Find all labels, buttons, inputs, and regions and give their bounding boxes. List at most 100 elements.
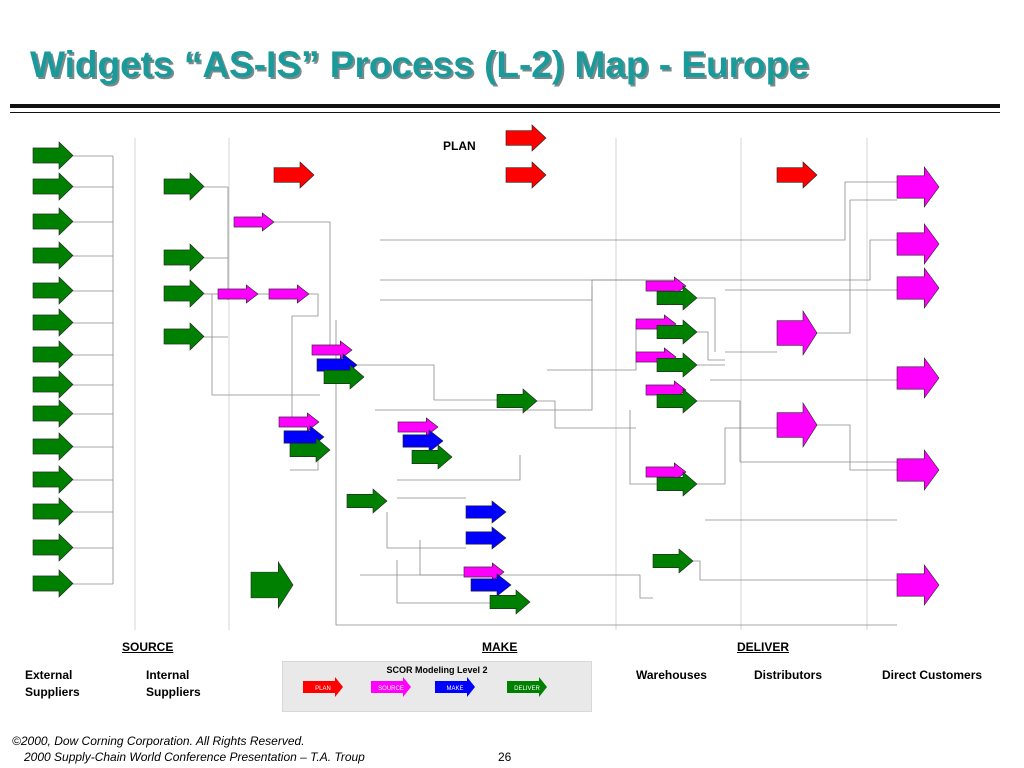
flow-link: [291, 293, 319, 422]
flow-link: [693, 560, 897, 581]
flow-link: [629, 410, 657, 485]
external-supplier-arrow: [32, 370, 74, 399]
legend-title: SCOR Modeling Level 2: [386, 665, 488, 675]
legend-item-plan: PLAN: [303, 677, 343, 697]
plan-arrow: [505, 124, 547, 152]
external-supplier-arrow: [32, 399, 74, 428]
flow-links: [73, 155, 897, 626]
external-supplier-arrow: [32, 207, 74, 236]
customer-arrow: [896, 166, 940, 208]
legend-arrows: PLAN SOURCE MAKE DELIVER: [303, 677, 547, 697]
flow-link: [697, 400, 741, 462]
plan-arrow: [273, 161, 315, 189]
legend-source-label: SOURCE: [378, 686, 404, 692]
phase-source-label: SOURCE: [122, 640, 174, 654]
plan-label: PLAN: [443, 139, 476, 153]
customer-arrow: [896, 267, 940, 309]
legend-item-make: MAKE: [435, 677, 475, 697]
source-arrow: [645, 276, 687, 296]
internal-supplier-arrow: [163, 243, 205, 272]
source-arrow: [268, 284, 310, 304]
source-arrow: [311, 340, 353, 360]
deliver-arrow: [323, 364, 365, 390]
source-arrow: [233, 212, 275, 232]
deliver-arrow: [496, 388, 538, 414]
distributor-arrow: [776, 309, 818, 357]
deliver-arrow: [289, 437, 331, 463]
deliver-arrow: [656, 319, 698, 345]
source-arrow: [217, 284, 259, 304]
plan-arrow: [505, 161, 547, 189]
flow-link: [274, 221, 331, 350]
legend-deliver-arrow-icon: [507, 677, 547, 697]
external-suppliers-label-line2: Suppliers: [25, 685, 80, 699]
customer-arrow: [896, 357, 940, 399]
phase-deliver-label: DELIVER: [737, 640, 790, 654]
deliver-arrow: [656, 388, 698, 414]
legend-plan-arrow-icon: [303, 677, 343, 697]
phase-make-label: MAKE: [482, 640, 518, 654]
flow-link: [817, 424, 897, 471]
external-supplier-arrow: [32, 533, 74, 562]
internal-supplier-arrow: [163, 172, 205, 201]
legend-make-label: MAKE: [446, 686, 463, 692]
flow-link: [697, 427, 777, 485]
internal-supplier-arrow: [163, 279, 205, 308]
make-arrow: [465, 526, 507, 550]
deliver-arrow: [656, 471, 698, 497]
flow-link: [537, 400, 636, 429]
direct-customers-label: Direct Customers: [882, 668, 983, 682]
customer-arrow: [896, 223, 940, 265]
make-arrow: [470, 573, 512, 597]
external-supplier-arrow: [32, 340, 74, 369]
source-arrow: [397, 417, 439, 437]
external-supplier-arrow: [32, 308, 74, 337]
make-arrow: [402, 429, 444, 453]
internal-supplier-arrow: [163, 322, 205, 351]
deliver-arrow-large: [250, 560, 294, 610]
title-rule-thin: [10, 112, 1000, 113]
flow-link: [396, 560, 490, 604]
presentation-footer: 2000 Supply-Chain World Conference Prese…: [24, 750, 365, 764]
external-supplier-arrow: [32, 497, 74, 526]
deliver-arrow: [411, 444, 453, 470]
internal-suppliers-label-line2: Suppliers: [146, 685, 201, 699]
deliver-arrow: [489, 589, 531, 615]
column-dividers: [134, 138, 868, 630]
flow-link: [397, 455, 521, 481]
flow-link: [697, 297, 716, 352]
warehouses-label: Warehouses: [636, 668, 707, 682]
flow-link: [380, 181, 897, 241]
title-rule-thick: [10, 104, 1000, 108]
external-supplier-arrow: [32, 172, 74, 201]
deliver-arrow: [656, 352, 698, 378]
source-arrow: [278, 412, 320, 432]
process-arrows: [32, 124, 940, 615]
external-supplier-arrow: [32, 241, 74, 270]
flow-link: [355, 364, 497, 401]
customer-arrow: [896, 564, 940, 606]
external-supplier-arrow: [32, 141, 74, 170]
make-arrow: [465, 500, 507, 524]
legend-item-deliver: DELIVER: [507, 677, 547, 697]
flow-link: [375, 286, 593, 411]
flow-link: [817, 199, 897, 334]
external-suppliers-label-line1: External: [25, 668, 73, 682]
plan-arrow: [776, 161, 818, 189]
external-supplier-arrow: [32, 465, 74, 494]
legend-deliver-label: DELIVER: [514, 686, 540, 692]
flow-link: [547, 324, 637, 371]
flow-link: [335, 320, 897, 626]
external-supplier-arrow: [32, 569, 74, 598]
flow-link: [380, 239, 897, 281]
external-supplier-arrow: [32, 276, 74, 305]
deliver-arrow: [656, 285, 698, 311]
deliver-arrow: [346, 488, 388, 514]
customer-arrow: [896, 449, 940, 491]
page-number: 26: [498, 750, 512, 764]
flow-link: [697, 331, 725, 361]
source-arrow: [645, 462, 687, 482]
legend-make-arrow-icon: [435, 677, 475, 697]
flow-link: [419, 540, 464, 576]
